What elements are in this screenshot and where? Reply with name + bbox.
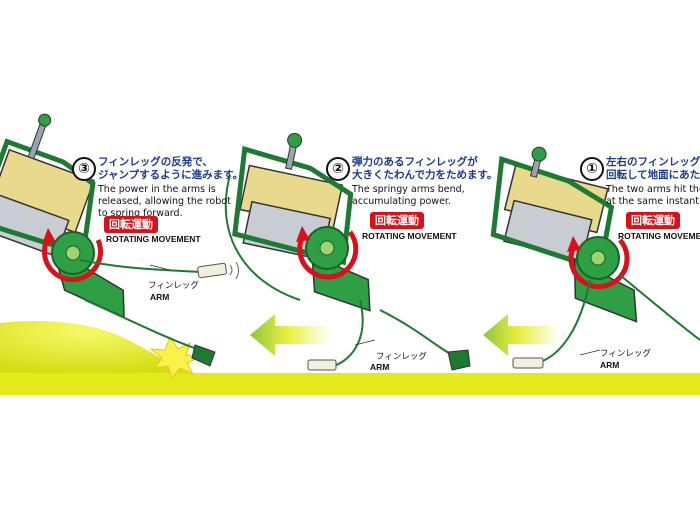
arm-label-jp: フィンレッグ [376,352,427,362]
gear-hub [319,240,335,256]
step-3-en-line-2: released, allowing the robot [98,196,231,207]
fin-leg-arm [539,279,591,363]
arm-leader-line [579,349,601,356]
rotation-label-jp: 回転運動 [370,212,424,229]
step-3-en-line-3: to spring forward. [98,208,183,219]
arm-label-jp: フィンレッグ [600,349,651,359]
arm-label-jp: フィンレッグ [148,281,199,291]
motion-lines [229,261,239,280]
rotation-label-en: ROTATING MOVEMENT [362,231,457,241]
arrow-left-icon [483,314,560,356]
arm-label-en: ARM [150,292,170,302]
arm-leader-line [149,264,171,271]
rotation-label-jp: 回転運動 [626,212,680,229]
arrow-left-icon [250,314,330,356]
step-3-en-line-1: The power in the arms is [98,184,216,195]
fin-leg-arm [619,274,700,341]
step-1-en-line-2: at the same instant. [606,196,700,207]
step-3-jp-line-2: ジャンプするように進みます。 [98,169,244,181]
step-2-en-line-2: accumulating power. [352,196,451,207]
step-2-jp-line-2: 大きくたわんで力をためます。 [352,169,498,181]
step-number-2: ② [326,157,350,181]
step-1-en-line-1: The two arms hit the grou [606,184,700,195]
step-1-jp-line-2: 回転して地面にあたり [606,169,700,181]
ground-strip [0,373,700,395]
rotation-label-en: ROTATING MOVEMENT [106,234,201,244]
fin-leg-tip [197,262,227,279]
fin-leg-tip [307,359,337,371]
rotation-arrow-icon [567,236,581,252]
step-number-3: ③ [72,157,96,181]
impact-burst-icon [149,335,202,380]
rotation-label-jp: 回転運動 [104,216,158,233]
arm-label-en: ARM [600,360,620,370]
step-1-jp-line-1: 左右のフィンレッグが同時 [606,156,700,168]
fin-leg-tip [191,344,216,367]
ground-hill [0,320,190,373]
rotation-arrow-icon [297,230,359,280]
arm-leader-line [354,339,376,346]
fin-leg-arm [224,174,301,301]
fin-leg-tip [447,349,471,371]
rotation-arrow-icon [568,238,630,290]
rotation-arrow-icon [296,226,310,242]
gear-hub [590,250,606,266]
fin-leg-arm [324,299,364,369]
step-2-jp-line-1: 弾力のあるフィンレッグが [352,156,478,168]
rotation-arrow-icon [42,228,56,244]
fin-leg-tip [512,357,544,369]
fin-leg-arm [79,259,201,273]
fin-leg-arm [84,299,201,351]
rotation-arrow-icon [42,236,103,283]
step-2-en-line-1: The springy arms bend, [352,184,465,195]
step-3-jp-line-1: フィンレッグの反発で、 [98,156,213,168]
step-number-1: ① [580,157,604,181]
gear-hub [65,245,81,261]
rotation-label-en: ROTATING MOVEMENT [618,231,700,241]
arm-label-en: ARM [370,362,390,372]
